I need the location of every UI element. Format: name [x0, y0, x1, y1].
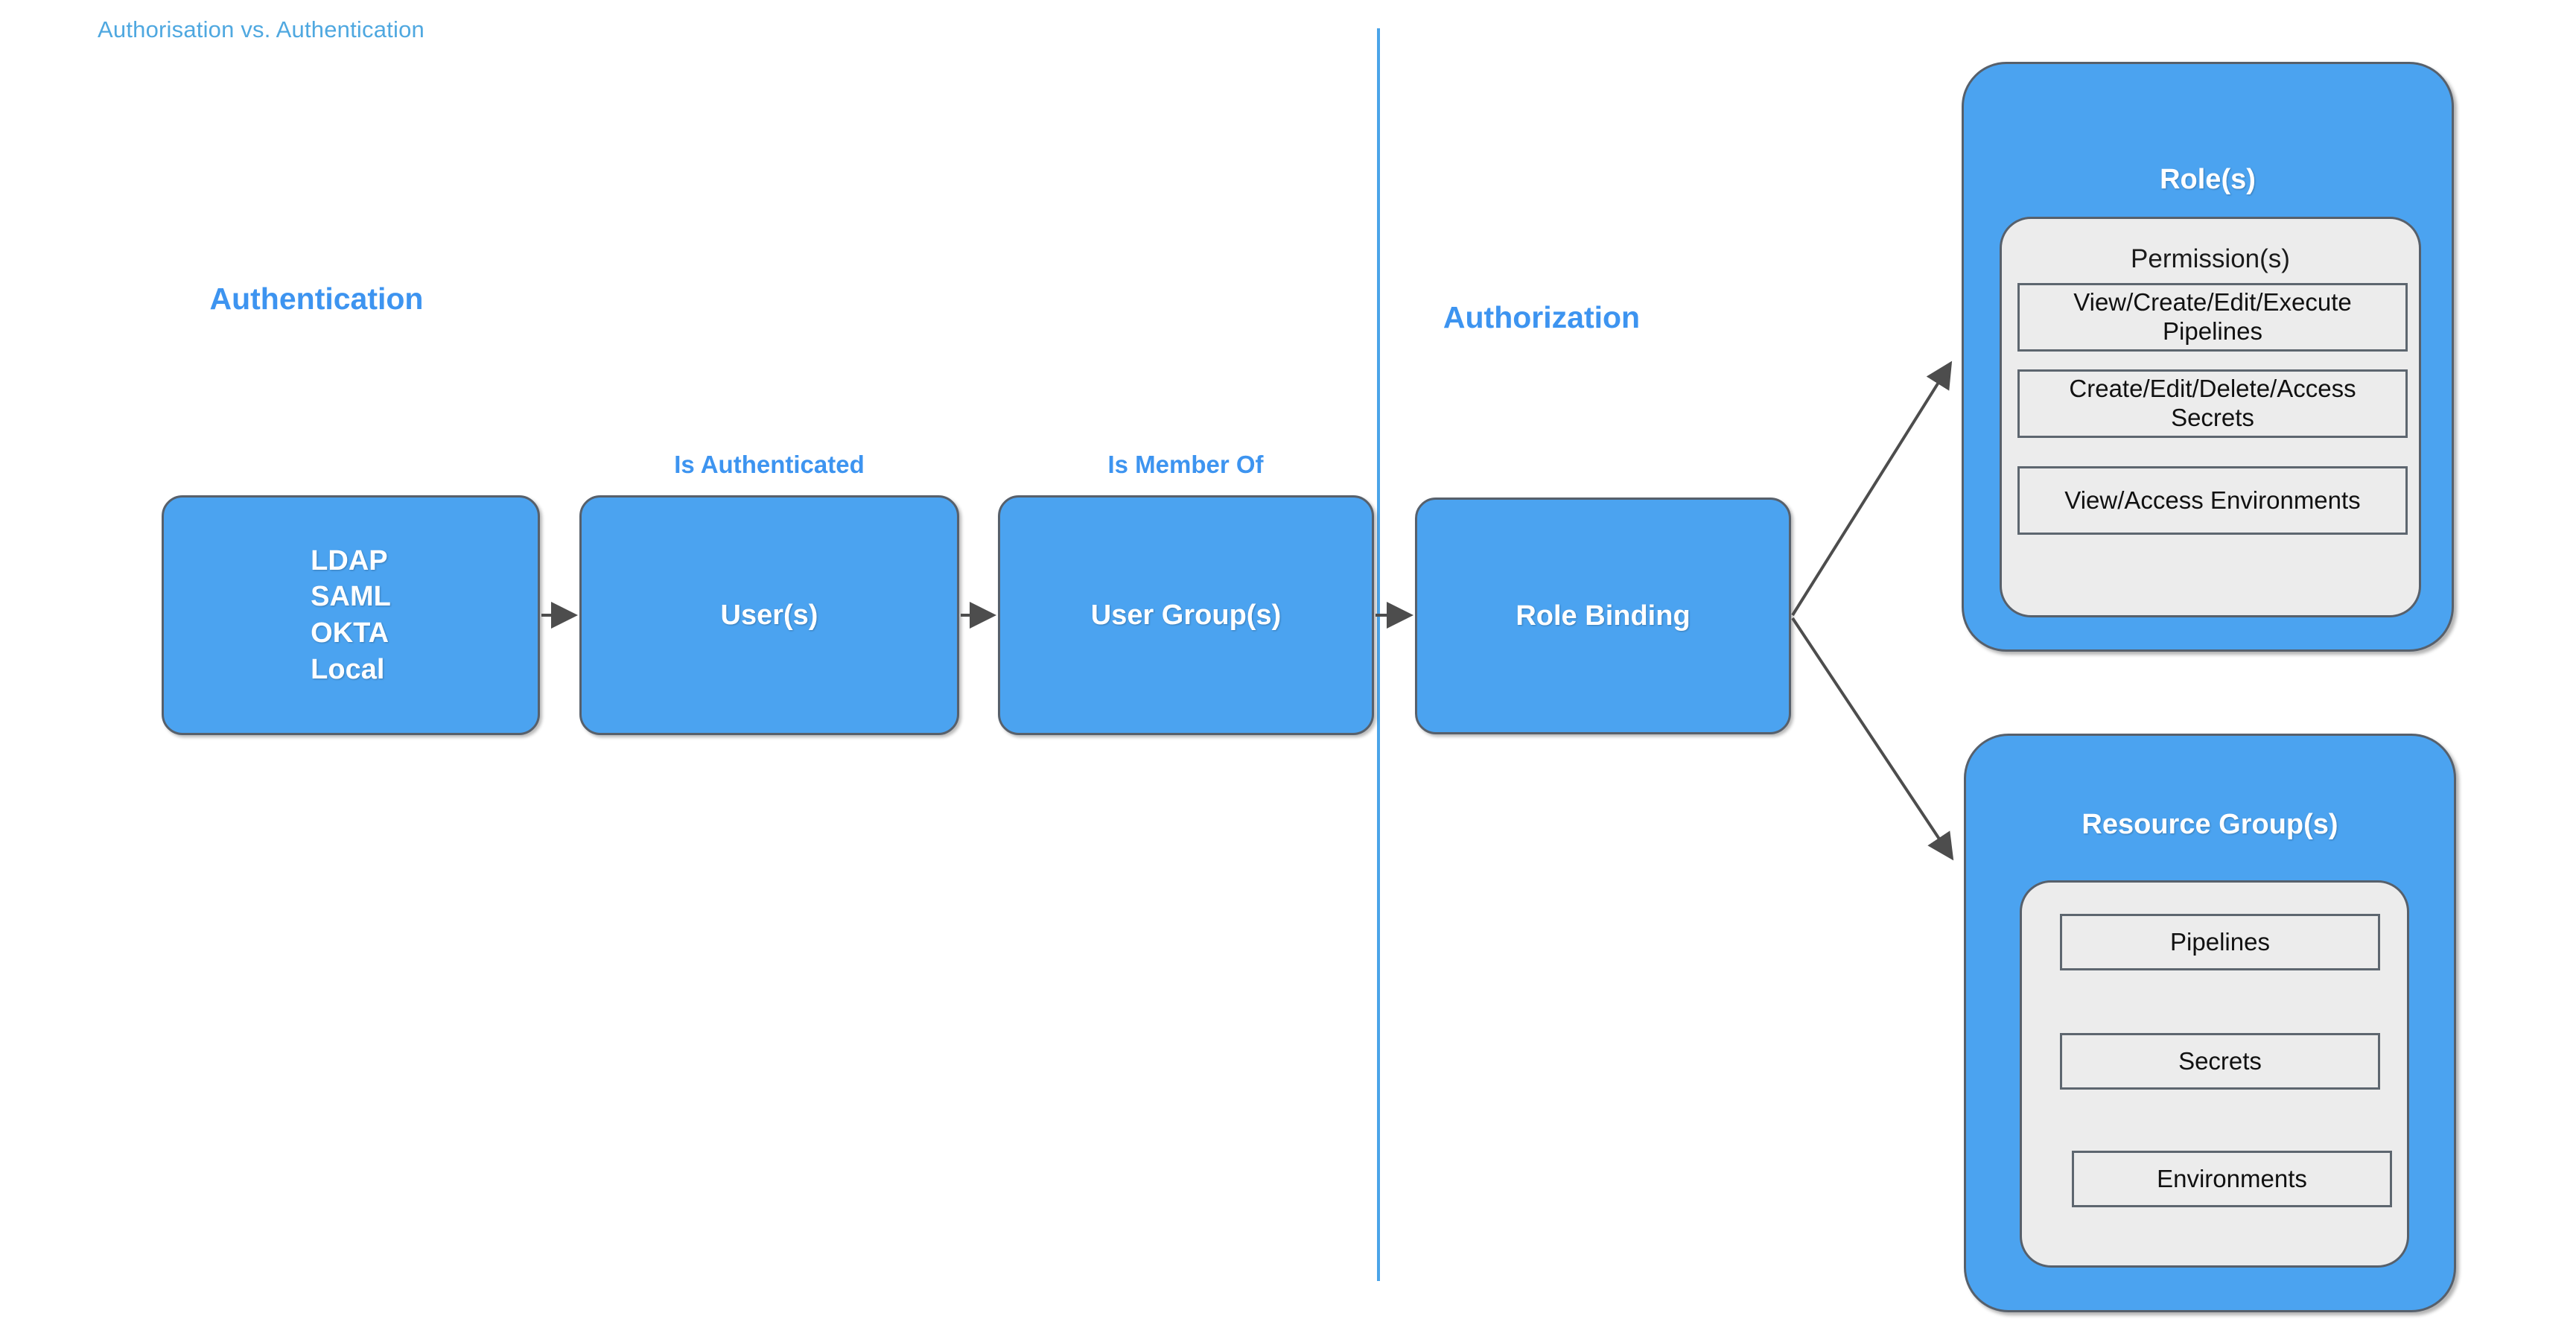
permission-chip-2[interactable]: Create/Edit/Delete/Access Secrets: [2017, 369, 2408, 438]
resource-groups-card[interactable]: Resource Group(s) Pipelines Secrets Envi…: [1964, 734, 2456, 1312]
section-divider: [1377, 28, 1380, 1281]
permission-chip-1[interactable]: View/Create/Edit/Execute Pipelines: [2017, 283, 2408, 352]
resource-chip-pipelines[interactable]: Pipelines: [2060, 914, 2380, 970]
resources-panel: Pipelines Secrets Environments: [2020, 880, 2409, 1268]
users-label: User(s): [720, 599, 818, 631]
roles-card[interactable]: Role(s) Permission(s) View/Create/Edit/E…: [1962, 62, 2454, 652]
users-box[interactable]: User(s): [579, 495, 959, 735]
permissions-panel-title: Permission(s): [2131, 244, 2290, 273]
edge-label-is-member-of: Is Member Of: [1107, 451, 1264, 478]
auth-providers-box[interactable]: LDAP SAML OKTA Local: [162, 495, 540, 735]
page-title: Authorisation vs. Authentication: [98, 16, 424, 42]
arrow-rolebinding-to-roles: [1791, 360, 1953, 617]
resource-groups-card-title: Resource Group(s): [2082, 809, 2338, 840]
resource-chip-environments[interactable]: Environments: [2072, 1151, 2392, 1207]
roles-card-title: Role(s): [2160, 164, 2256, 195]
arrow-rolebinding-to-resource-groups: [1791, 617, 1954, 861]
role-binding-label: Role Binding: [1516, 600, 1691, 632]
authorization-heading: Authorization: [1443, 300, 1641, 334]
authentication-heading: Authentication: [209, 282, 424, 316]
role-binding-box[interactable]: Role Binding: [1415, 498, 1791, 734]
auth-providers-label: LDAP SAML OKTA Local: [311, 544, 391, 685]
permission-chip-3[interactable]: View/Access Environments: [2017, 466, 2408, 535]
permissions-panel: Permission(s) View/Create/Edit/Execute P…: [2000, 217, 2421, 617]
user-groups-label: User Group(s): [1090, 599, 1282, 631]
resource-chip-secrets[interactable]: Secrets: [2060, 1033, 2380, 1090]
user-groups-box[interactable]: User Group(s): [998, 495, 1374, 735]
edge-label-is-authenticated: Is Authenticated: [674, 451, 865, 478]
